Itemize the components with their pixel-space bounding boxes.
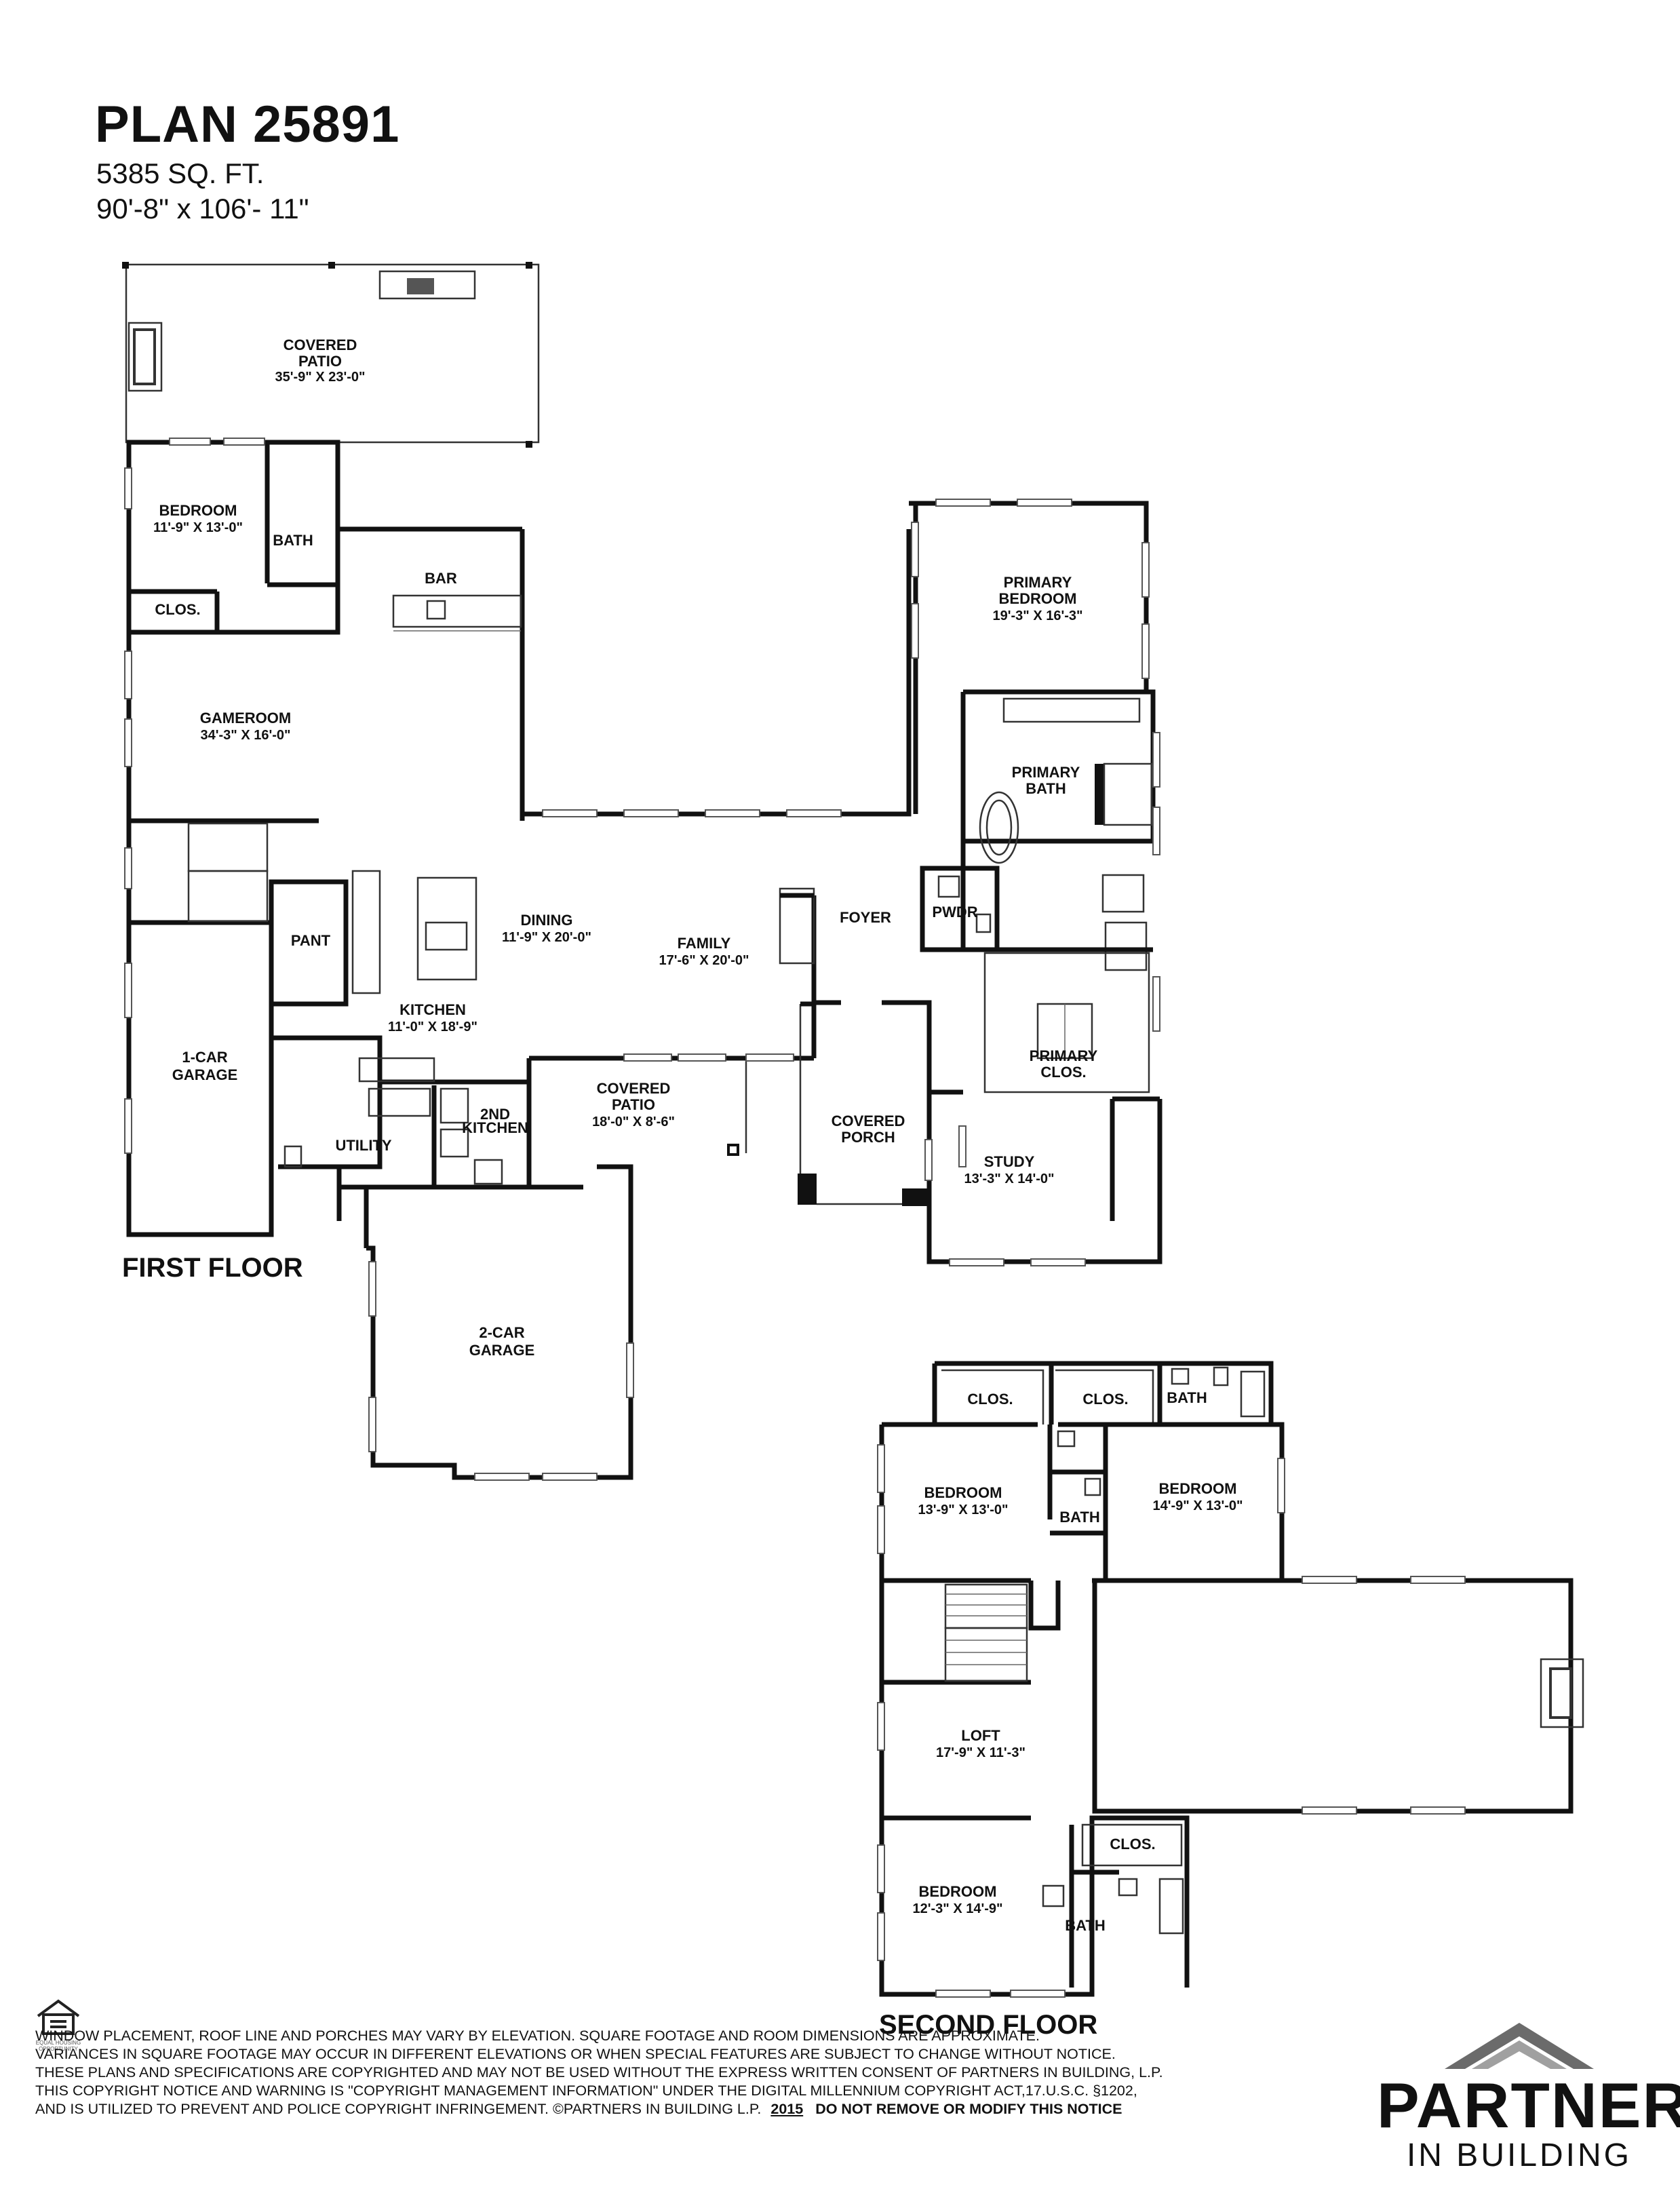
gameroom-dim: 34'-3" X 16'-0" — [201, 728, 291, 743]
garage-1car-label: 1-CAR — [182, 1049, 227, 1066]
garage-2car-label-2: GARAGE — [469, 1342, 535, 1359]
utility-label: UTILITY — [335, 1137, 391, 1154]
eho-line-1: EQUAL HOUSING — [35, 2040, 81, 2046]
primary-bedroom-label: PRIMARY — [1004, 574, 1072, 591]
garage-2car-label: 2-CAR — [479, 1324, 524, 1341]
disclaimer-line-1: WINDOW PLACEMENT, ROOF LINE AND PORCHES … — [35, 2028, 1040, 2044]
disclaimer-line-4: THIS COPYRIGHT NOTICE AND WARNING IS "CO… — [35, 2083, 1137, 2099]
dining-dim: 11'-9" X 20'-0" — [502, 930, 591, 945]
loft-label: LOFT — [961, 1727, 1000, 1744]
covered-patio-mid-dim: 18'-0" X 8'-6" — [592, 1115, 675, 1129]
primary-bath-label: PRIMARY — [1012, 764, 1080, 781]
family-dim: 17'-6" X 20'-0" — [659, 953, 749, 968]
second-kitchen-label: 2ND — [480, 1106, 510, 1123]
eho-line-2: OPPORTUNITY — [39, 2046, 78, 2052]
up-clos-b-label: CLOS. — [1082, 1391, 1128, 1408]
primary-bedroom-dim: 19'-3" X 16'-3" — [993, 608, 1083, 623]
partners-in-building-logo: PARTNERS IN BUILDING — [1377, 2023, 1680, 2175]
covered-porch-label: COVERED — [832, 1112, 905, 1129]
loft-dim: 17'-9" X 11'-3" — [936, 1745, 1025, 1760]
primary-bedroom-label-2: BEDROOM — [999, 590, 1077, 607]
disclaimer-line-5: AND IS UTILIZED TO PREVENT AND POLICE CO… — [35, 2100, 1324, 2118]
disclaimer-line-5a: AND IS UTILIZED TO PREVENT AND POLICE CO… — [35, 2101, 762, 2117]
study-label: STUDY — [984, 1153, 1035, 1170]
covered-patio-mid-label-2: PATIO — [612, 1096, 655, 1113]
pant-label: PANT — [291, 932, 331, 949]
plan-dimensions: 90'-8" x 106'- 11" — [96, 193, 309, 225]
up-clos-a-label: CLOS. — [967, 1391, 1013, 1408]
bath-1-label: BATH — [273, 532, 313, 549]
covered-porch-label-2: PORCH — [841, 1129, 895, 1146]
up-bath-c-label: BATH — [1065, 1917, 1105, 1934]
disclaimer-line-5b: DO NOT REMOVE OR MODIFY THIS NOTICE — [815, 2101, 1122, 2117]
up-bath-a-label: BATH — [1167, 1389, 1207, 1406]
room-labels: COVERED PATIO 35'-9" X 23'-0" BEDROOM 11… — [122, 336, 1243, 2040]
kitchen-label: KITCHEN — [399, 1001, 466, 1018]
plan-square-footage: 5385 SQ. FT. — [96, 157, 265, 189]
gameroom-label: GAMEROOM — [200, 710, 291, 727]
up-clos-c-label: CLOS. — [1110, 1836, 1155, 1853]
pwdr-label: PWDR — [932, 904, 977, 921]
equal-housing-logo: EQUAL HOUSING OPPORTUNITY — [31, 1996, 85, 2052]
second-kitchen-label-2: KITCHEN — [462, 1119, 528, 1136]
bedroom-1-label: BEDROOM — [159, 502, 237, 519]
disclaimer-line-2: VARIANCES IN SQUARE FOOTAGE MAY OCCUR IN… — [35, 2046, 1116, 2062]
foyer-label: FOYER — [840, 909, 891, 926]
study-dim: 13'-3" X 14'-0" — [964, 1171, 1055, 1186]
clos-1-label: CLOS. — [155, 601, 200, 618]
first-floor-label: FIRST FLOOR — [122, 1253, 303, 1283]
primary-clos-label: PRIMARY — [1030, 1047, 1098, 1064]
primary-bath-label-2: BATH — [1025, 780, 1066, 797]
brand-subtitle: IN BUILDING — [1406, 2137, 1633, 2173]
roof-logo-icon — [1445, 2023, 1594, 2069]
up-bedroom-b-label: BEDROOM — [1159, 1480, 1237, 1497]
copyright-disclaimer: WINDOW PLACEMENT, ROOF LINE AND PORCHES … — [35, 2027, 1324, 2118]
plan-title: PLAN 25891 — [95, 96, 400, 153]
garage-1car-label-2: GARAGE — [172, 1066, 238, 1083]
up-bedroom-b-dim: 14'-9" X 13'-0" — [1153, 1498, 1243, 1513]
disclaimer-line-3: THESE PLANS AND SPECIFICATIONS ARE COPYR… — [35, 2064, 1163, 2080]
covered-patio-label-2: PATIO — [298, 353, 342, 370]
primary-clos-label-2: CLOS. — [1040, 1064, 1086, 1081]
second-floor-walls — [879, 1361, 1584, 1997]
covered-patio-label: COVERED — [284, 336, 357, 353]
first-floor-stairs — [187, 822, 269, 923]
dining-label: DINING — [521, 912, 573, 929]
up-bedroom-a-dim: 13'-9" X 13'-0" — [918, 1503, 1009, 1517]
kitchen-dim: 11'-0" X 18'-9" — [388, 1020, 477, 1034]
first-floor-windows — [124, 438, 1160, 1481]
house-icon — [37, 1999, 80, 2035]
bedroom-1-dim: 11'-9" X 13'-0" — [153, 520, 243, 535]
disclaimer-year: 2015 — [770, 2101, 804, 2117]
second-floor-windows — [877, 1444, 1466, 1998]
up-bath-b-label: BATH — [1059, 1509, 1099, 1526]
family-label: FAMILY — [678, 935, 731, 952]
second-floor-stairs — [944, 1583, 1028, 1682]
second-floor-label: SECOND FLOOR — [879, 2010, 1097, 2040]
brand-name: PARTNERS — [1377, 2070, 1680, 2141]
up-bedroom-c-label: BEDROOM — [919, 1883, 997, 1900]
up-bedroom-a-label: BEDROOM — [924, 1484, 1002, 1501]
first-floor-walls — [122, 262, 1163, 1480]
covered-patio-mid-label: COVERED — [597, 1080, 671, 1097]
bar-label: BAR — [425, 570, 457, 587]
up-bedroom-c-dim: 12'-3" X 14'-9" — [913, 1901, 1003, 1916]
covered-patio-dim: 35'-9" X 23'-0" — [275, 370, 366, 385]
